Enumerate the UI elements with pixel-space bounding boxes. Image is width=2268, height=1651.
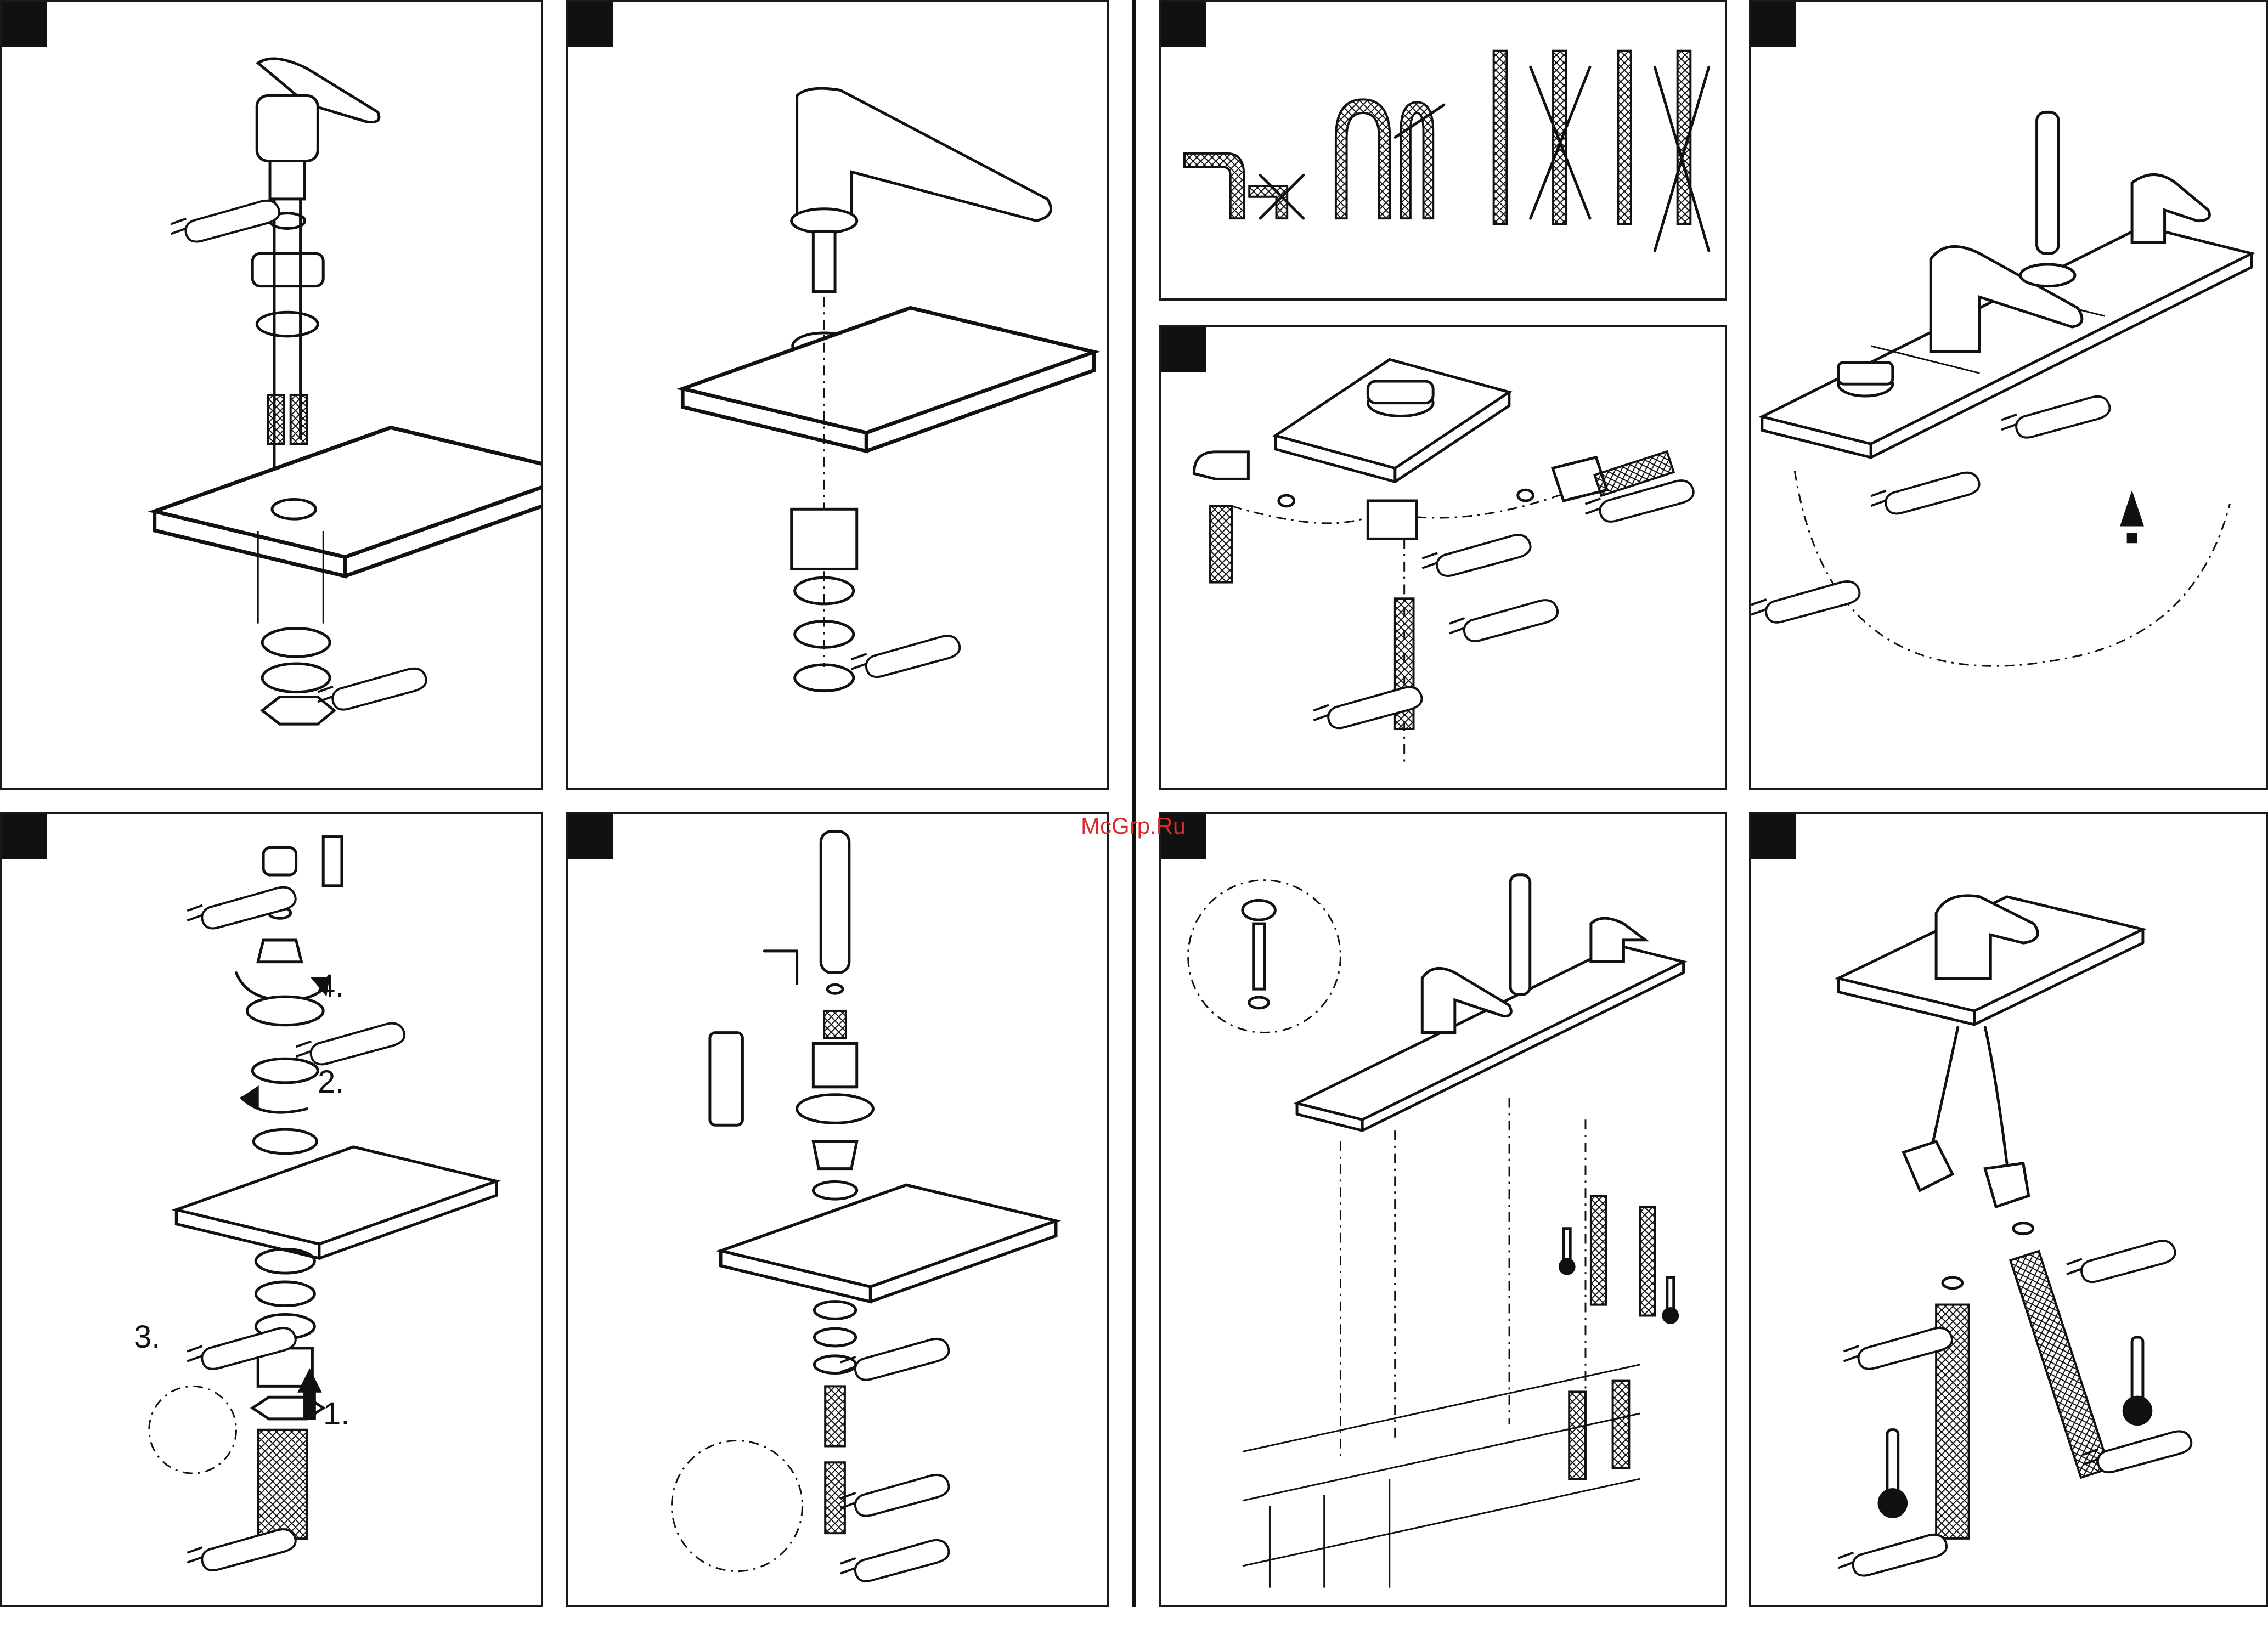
wrench-icon [840,1540,949,1581]
full-assembly-drawing [1751,2,2266,788]
step-label-1: 1. [323,1395,349,1432]
wrench-icon [1751,581,1859,623]
panel-hand-shower-mount [566,812,1109,1607]
panel-spout-mount [566,0,1109,790]
column-divider [1132,0,1136,1607]
panel-valve-mount-steps: 4. 2. 3. 1. [0,812,543,1607]
hand-shower-drawing [568,814,1107,1605]
wrench-icon [2001,397,2109,438]
panel-supply-hoses [1749,812,2268,1607]
diverter-drawing [1161,327,1725,788]
step-label-2: 2. [318,1064,344,1100]
wrench-icon [1838,1535,1947,1576]
hose-rules-drawing [1161,2,1725,298]
wrench-icon [2067,1241,2175,1282]
bath-rim-drawing [1161,814,1725,1605]
wrench-icon [1871,473,1979,514]
panel-hose-bending-rules [1159,0,1727,301]
wrench-icon [318,669,426,710]
panel-diverter-connection [1159,325,1727,790]
wrench-icon [851,636,960,677]
wrench-icon [296,1024,405,1065]
lever-mixer-drawing [2,2,541,788]
supply-hoses-drawing [1751,814,2266,1605]
wrench-icon [171,201,279,242]
thermometer-cold-icon [2123,1337,2152,1425]
wrench-icon [187,887,296,929]
watermark: McGrp.Ru [1081,813,1186,839]
warning-icon [2121,493,2143,542]
wrench-icon [840,1339,949,1380]
thermometer-cold-icon [1663,1277,1678,1323]
thermometer-hot-icon [1878,1430,1907,1518]
step-label-4: 4. [318,968,344,1004]
wrench-icon [840,1475,949,1516]
valve-mount-drawing [2,814,541,1605]
panel-bath-rim-installation [1159,812,1727,1607]
spout-drawing [568,2,1107,788]
thermometer-hot-icon [1559,1229,1575,1274]
wrench-icon [1422,535,1530,576]
panel-lever-mixer-mount [0,0,543,790]
panel-full-assembly-connections [1749,0,2268,790]
wrench-icon [187,1529,296,1570]
step-label-3: 3. [134,1319,160,1355]
hex-key-icon [764,951,797,984]
wrench-icon [1449,600,1558,641]
